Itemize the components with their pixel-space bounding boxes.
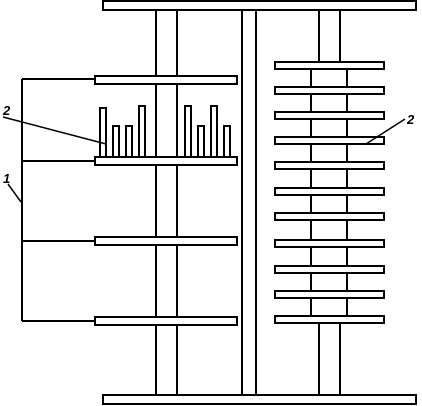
pin xyxy=(99,107,107,158)
label-2-left: 2 xyxy=(2,103,11,118)
right-rung xyxy=(274,61,385,70)
pin xyxy=(112,125,120,158)
left-bracket xyxy=(21,78,95,322)
leader-line-2-right xyxy=(365,118,406,145)
pin-group xyxy=(99,105,231,158)
top-frame-bar xyxy=(102,0,417,11)
center-post xyxy=(241,9,257,396)
pin xyxy=(197,125,205,158)
right-rung xyxy=(274,161,385,170)
left-shelf xyxy=(94,236,238,246)
leader-line-2-left xyxy=(2,116,107,145)
left-shelf xyxy=(94,316,238,326)
right-rung xyxy=(274,136,385,145)
right-rung xyxy=(274,111,385,120)
pin xyxy=(223,125,231,158)
pin xyxy=(210,105,218,158)
left-shelf xyxy=(94,156,238,166)
pin xyxy=(138,105,146,158)
right-rung xyxy=(274,212,385,221)
right-rung xyxy=(274,187,385,196)
right-rung xyxy=(274,265,385,274)
label-1: 1 xyxy=(3,171,10,186)
pin xyxy=(125,125,133,158)
right-rung xyxy=(274,239,385,248)
pin xyxy=(184,105,192,158)
leader-line-1 xyxy=(7,183,22,203)
right-rung xyxy=(274,315,385,324)
right-rungs xyxy=(274,61,385,324)
right-rung xyxy=(274,290,385,299)
left-post xyxy=(155,9,178,396)
right-rung xyxy=(274,86,385,95)
left-shelf xyxy=(94,75,238,85)
bottom-frame-bar xyxy=(102,394,417,405)
label-2-right: 2 xyxy=(406,112,415,127)
